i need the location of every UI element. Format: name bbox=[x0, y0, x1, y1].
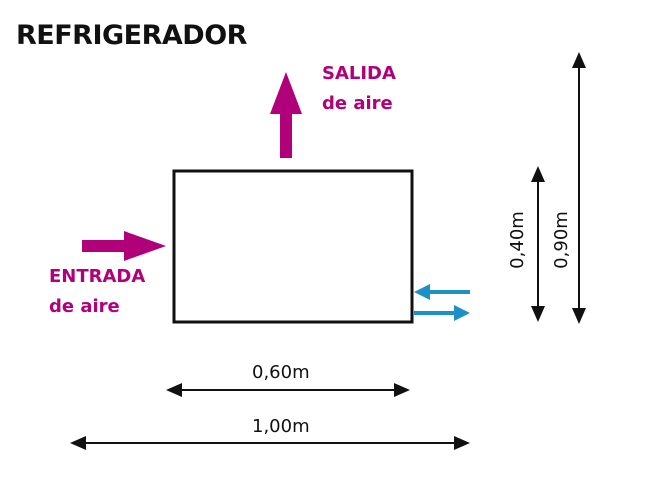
inlet-label-line1: ENTRADA bbox=[49, 266, 146, 287]
air-outlet-arrow bbox=[270, 72, 302, 158]
total-width-label: 1,00m bbox=[252, 416, 310, 437]
unit-width-dimension bbox=[166, 383, 410, 397]
unit-height-dimension bbox=[531, 166, 545, 322]
water-supply-arrow bbox=[414, 305, 470, 321]
total-width-dimension bbox=[70, 436, 470, 450]
inlet-label: ENTRADA de aire bbox=[49, 262, 145, 322]
outlet-label-line1: SALIDA bbox=[322, 63, 396, 84]
diagram-title: REFRIGERADOR bbox=[16, 20, 247, 51]
outlet-label-line2: de aire bbox=[322, 93, 393, 114]
inlet-label-line2: de aire bbox=[49, 296, 120, 317]
total-height-label: 0,90m bbox=[551, 211, 572, 269]
outlet-label: SALIDA de aire bbox=[322, 59, 396, 119]
unit-height-label: 0,40m bbox=[507, 211, 528, 269]
air-inlet-arrow bbox=[82, 231, 166, 261]
water-return-arrow bbox=[414, 284, 470, 300]
refrigerator-unit-box bbox=[172, 169, 414, 324]
unit-width-label: 0,60m bbox=[252, 362, 310, 383]
total-height-dimension bbox=[572, 52, 586, 324]
